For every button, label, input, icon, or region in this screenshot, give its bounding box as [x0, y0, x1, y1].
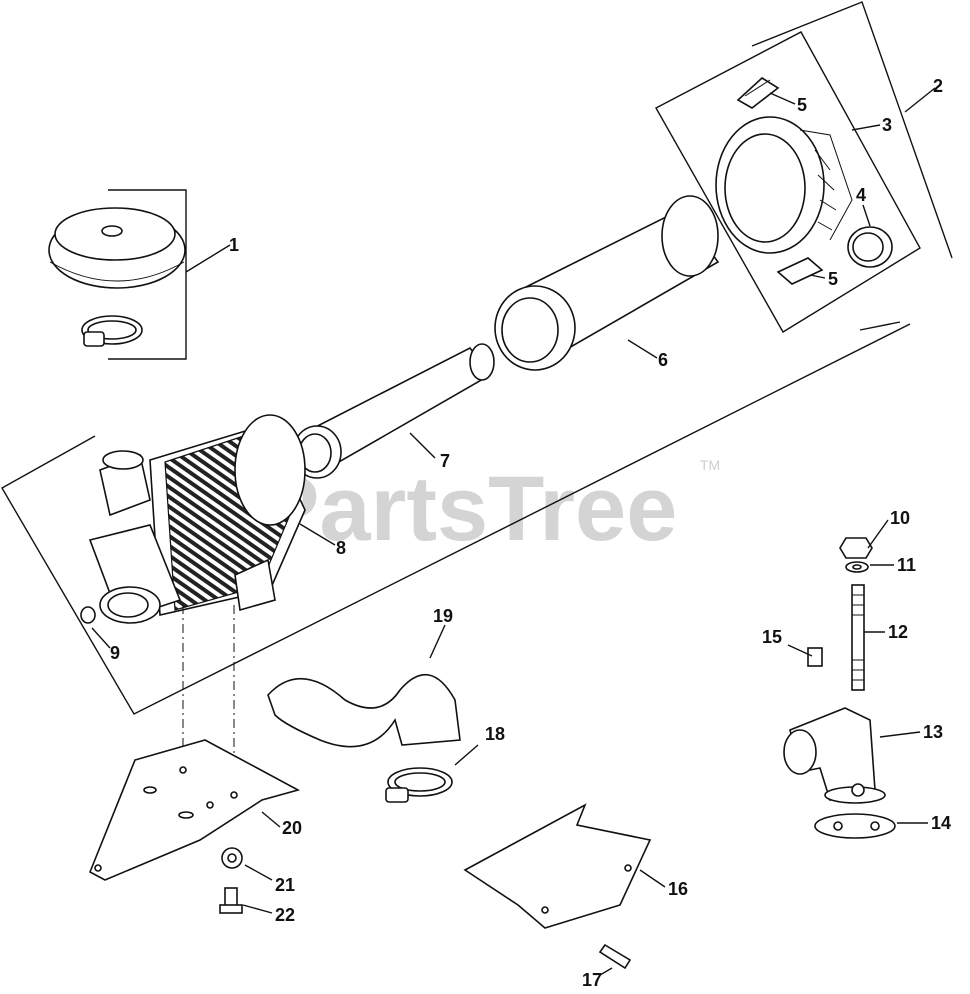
callout-17: 17 — [582, 970, 602, 990]
screw-15 — [807, 647, 823, 667]
callout-9: 9 — [110, 643, 120, 663]
intake-hose-part — [267, 674, 461, 748]
callout-21: 21 — [275, 875, 295, 895]
callout-1: 1 — [229, 235, 239, 255]
callout-4: 4 — [856, 185, 866, 205]
callout-8: 8 — [336, 538, 346, 558]
elbow-13 — [783, 707, 886, 804]
watermark-trademark: TM — [700, 457, 720, 473]
support-bracket-part — [463, 803, 652, 929]
ring-part — [847, 226, 893, 268]
lock-washer-part — [221, 847, 243, 869]
cover-part — [48, 207, 186, 289]
callout-14: 14 — [931, 813, 951, 833]
mounting-bracket-part — [88, 739, 301, 881]
callout-7: 7 — [440, 451, 450, 471]
screw-17 — [598, 943, 632, 970]
callout-22: 22 — [275, 905, 295, 925]
clip-bottom — [776, 257, 824, 285]
callout-5-bottom: 5 — [828, 269, 838, 289]
clip-top — [736, 76, 780, 109]
callout-11: 11 — [897, 555, 916, 575]
callout-10: 10 — [890, 508, 910, 528]
outer-filter-element — [494, 195, 720, 371]
washer-11 — [845, 561, 869, 573]
callout-3: 3 — [882, 115, 892, 135]
gasket-14 — [814, 813, 896, 839]
hose-clamp-18 — [385, 767, 453, 803]
callout-18: 18 — [485, 724, 505, 744]
nut-10 — [839, 537, 873, 559]
callout-13: 13 — [923, 722, 943, 742]
stud-12 — [851, 584, 865, 691]
callout-16: 16 — [668, 879, 688, 899]
air-cleaner-housing — [88, 414, 306, 624]
callout-5-top: 5 — [797, 95, 807, 115]
flange-screw-22 — [219, 887, 243, 914]
callout-20: 20 — [282, 818, 302, 838]
precleaner-group-outline — [655, 31, 921, 333]
callout-2: 2 — [933, 76, 943, 96]
precleaner-cap-part — [715, 116, 853, 254]
callout-12: 12 — [888, 622, 908, 642]
hose-clamp-top — [81, 315, 143, 347]
callout-19: 19 — [433, 606, 453, 626]
drain-valve-part — [80, 606, 96, 624]
callout-15: 15 — [762, 627, 782, 647]
cover-group-bracket — [108, 189, 187, 360]
assembly-outline — [1, 1, 953, 715]
callout-6: 6 — [658, 350, 668, 370]
leader-lines — [91, 87, 936, 976]
